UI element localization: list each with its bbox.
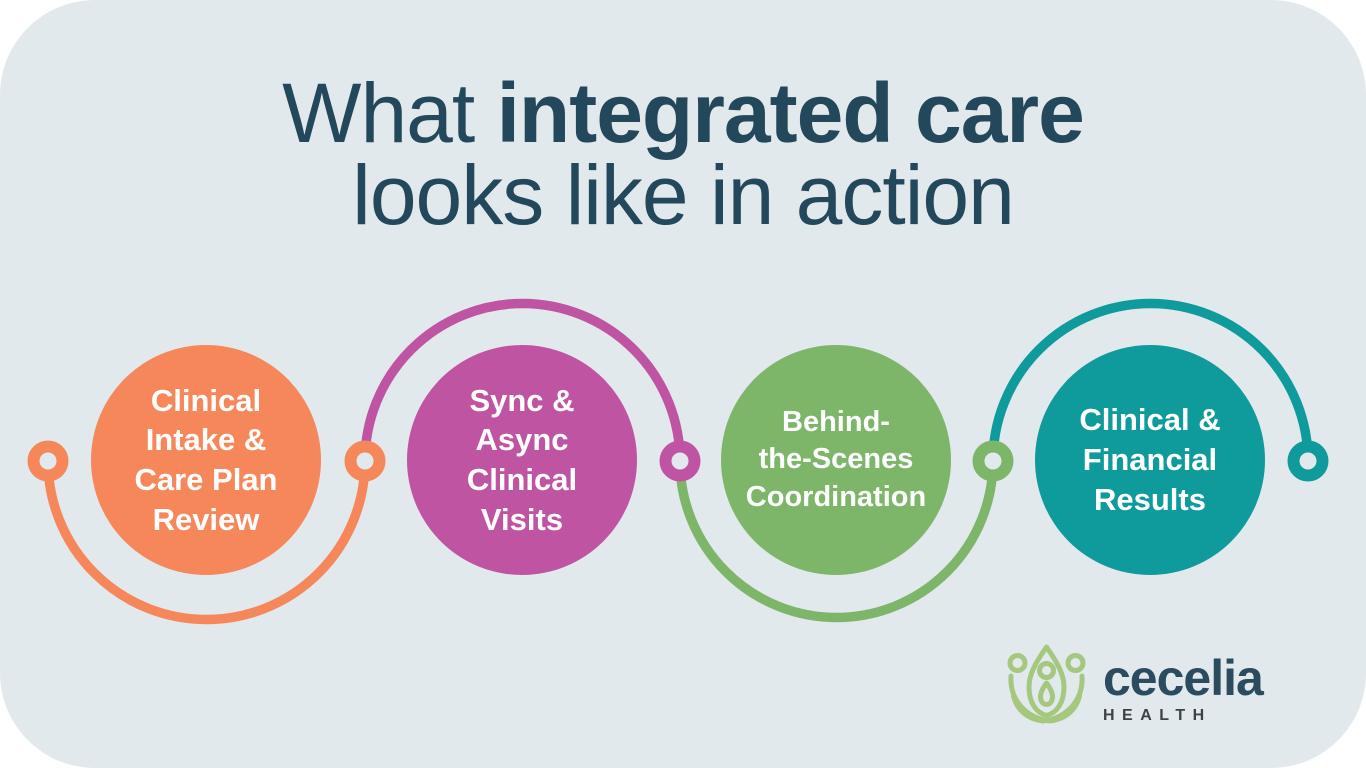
title-line1-bold: integrated care	[496, 66, 1085, 160]
step-label-line: Async	[475, 422, 569, 458]
step-label-2: Sync & Async Clinical Visits	[467, 381, 577, 540]
logo-text-block: cecelia HEALTH	[1103, 642, 1264, 725]
arc-step-3	[675, 460, 998, 623]
step-label-line: Clinical &	[1079, 402, 1221, 438]
node-ring-3	[972, 440, 1014, 482]
step-circle-3: Behind- the-Scenes Coordination	[721, 345, 951, 575]
cecelia-health-logo: cecelia HEALTH	[1004, 642, 1264, 727]
step-label-4: Clinical & Financial Results	[1079, 400, 1220, 519]
arc-step-2	[360, 298, 685, 462]
step-circle-1: Clinical Intake & Care Plan Review	[91, 345, 321, 575]
lotus-logo-icon	[1007, 644, 1086, 724]
arc-step-4	[988, 298, 1313, 462]
step-label-line: Coordination	[745, 480, 927, 513]
step-label-line: Clinical	[150, 382, 262, 418]
logo-subtext: HEALTH	[1103, 707, 1212, 724]
step-label-1: Clinical Intake & Care Plan Review	[134, 381, 277, 540]
arc-step-1	[43, 460, 370, 625]
step-label-3: Behind- the-Scenes Coordination	[746, 404, 926, 515]
step-label-line: the-Scenes	[758, 443, 914, 476]
node-ring-2	[659, 440, 701, 482]
step-label-line: Intake &	[145, 422, 267, 458]
step-circle-4: Clinical & Financial Results	[1035, 345, 1265, 575]
step-label-line: Review	[152, 501, 260, 537]
title-line1-regular: What	[282, 66, 475, 160]
step-label-line: Care Plan	[134, 462, 278, 497]
logo-brand-text: cecelia	[1103, 650, 1264, 706]
step-label-line: Financial	[1082, 442, 1218, 478]
step-label-line: Behind-	[782, 406, 890, 439]
node-ring-start	[27, 440, 69, 482]
step-label-line: Sync &	[469, 382, 575, 418]
step-label-line: Clinical	[466, 462, 578, 497]
step-circle-2: Sync & Async Clinical Visits	[407, 345, 637, 575]
node-ring-end	[1287, 440, 1329, 482]
node-ring-1	[344, 440, 386, 482]
step-label-line: Results	[1094, 481, 1206, 517]
title-line2: looks like in action	[352, 148, 1015, 243]
step-label-line: Visits	[480, 501, 564, 537]
